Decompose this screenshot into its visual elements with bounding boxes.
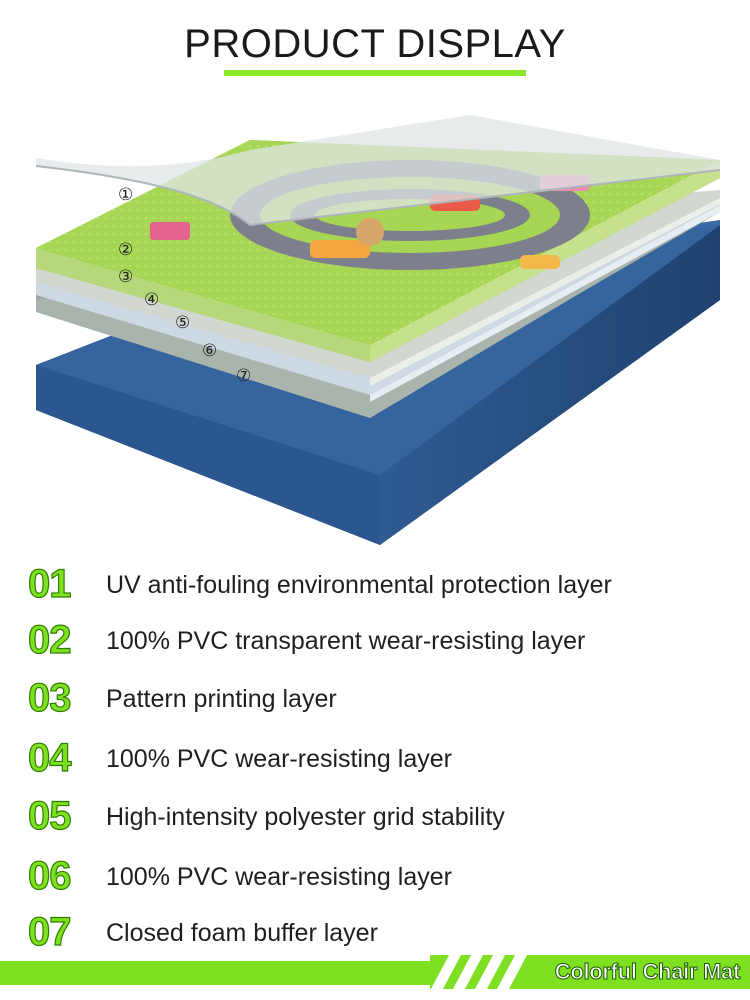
list-item: 06 100% PVC wear-resisting layer bbox=[0, 853, 750, 904]
list-item: 02 100% PVC transparent wear-resisting l… bbox=[0, 617, 750, 668]
layer-description: Closed foam buffer layer bbox=[106, 919, 378, 947]
layer-number: 02 bbox=[27, 617, 72, 662]
list-item: 07 Closed foam buffer layer bbox=[0, 909, 750, 960]
uv-film-layer bbox=[35, 115, 721, 227]
layer-number: 03 bbox=[27, 675, 72, 720]
layer-number: 05 bbox=[27, 793, 72, 838]
marker-5: ⑤ bbox=[175, 313, 190, 333]
layer-number: 04 bbox=[27, 735, 72, 780]
list-item: 01 UV anti-fouling environmental protect… bbox=[0, 561, 750, 612]
list-item: 05 High-intensity polyester grid stabili… bbox=[0, 793, 750, 844]
layer-description: 100% PVC wear-resisting layer bbox=[106, 745, 452, 773]
title-underline bbox=[224, 70, 526, 76]
layer-number: 01 bbox=[27, 561, 72, 606]
marker-1: ① bbox=[118, 185, 133, 205]
layer-description: High-intensity polyester grid stability bbox=[106, 803, 505, 831]
marker-2: ② bbox=[118, 240, 133, 260]
page-title: PRODUCT DISPLAY bbox=[184, 22, 566, 66]
marker-6: ⑥ bbox=[202, 341, 217, 361]
layer-description: Pattern printing layer bbox=[106, 685, 337, 713]
layer-number: 06 bbox=[27, 853, 72, 898]
layer-diagram: ① ② ③ ④ ⑤ ⑥ ⑦ bbox=[35, 115, 721, 545]
layer-number: 07 bbox=[27, 909, 72, 954]
footer-banner: Colorful Chair Mat bbox=[0, 955, 750, 989]
marker-4: ④ bbox=[144, 290, 159, 310]
layer-description: 100% PVC wear-resisting layer bbox=[106, 863, 452, 891]
marker-3: ③ bbox=[118, 267, 133, 287]
layer-description: 100% PVC transparent wear-resisting laye… bbox=[106, 627, 586, 655]
list-item: 03 Pattern printing layer bbox=[0, 675, 750, 726]
layer-description: UV anti-fouling environmental protection… bbox=[106, 571, 612, 599]
marker-7: ⑦ bbox=[236, 366, 251, 386]
list-item: 04 100% PVC wear-resisting layer bbox=[0, 735, 750, 786]
brand-label: Colorful Chair Mat bbox=[554, 959, 741, 985]
